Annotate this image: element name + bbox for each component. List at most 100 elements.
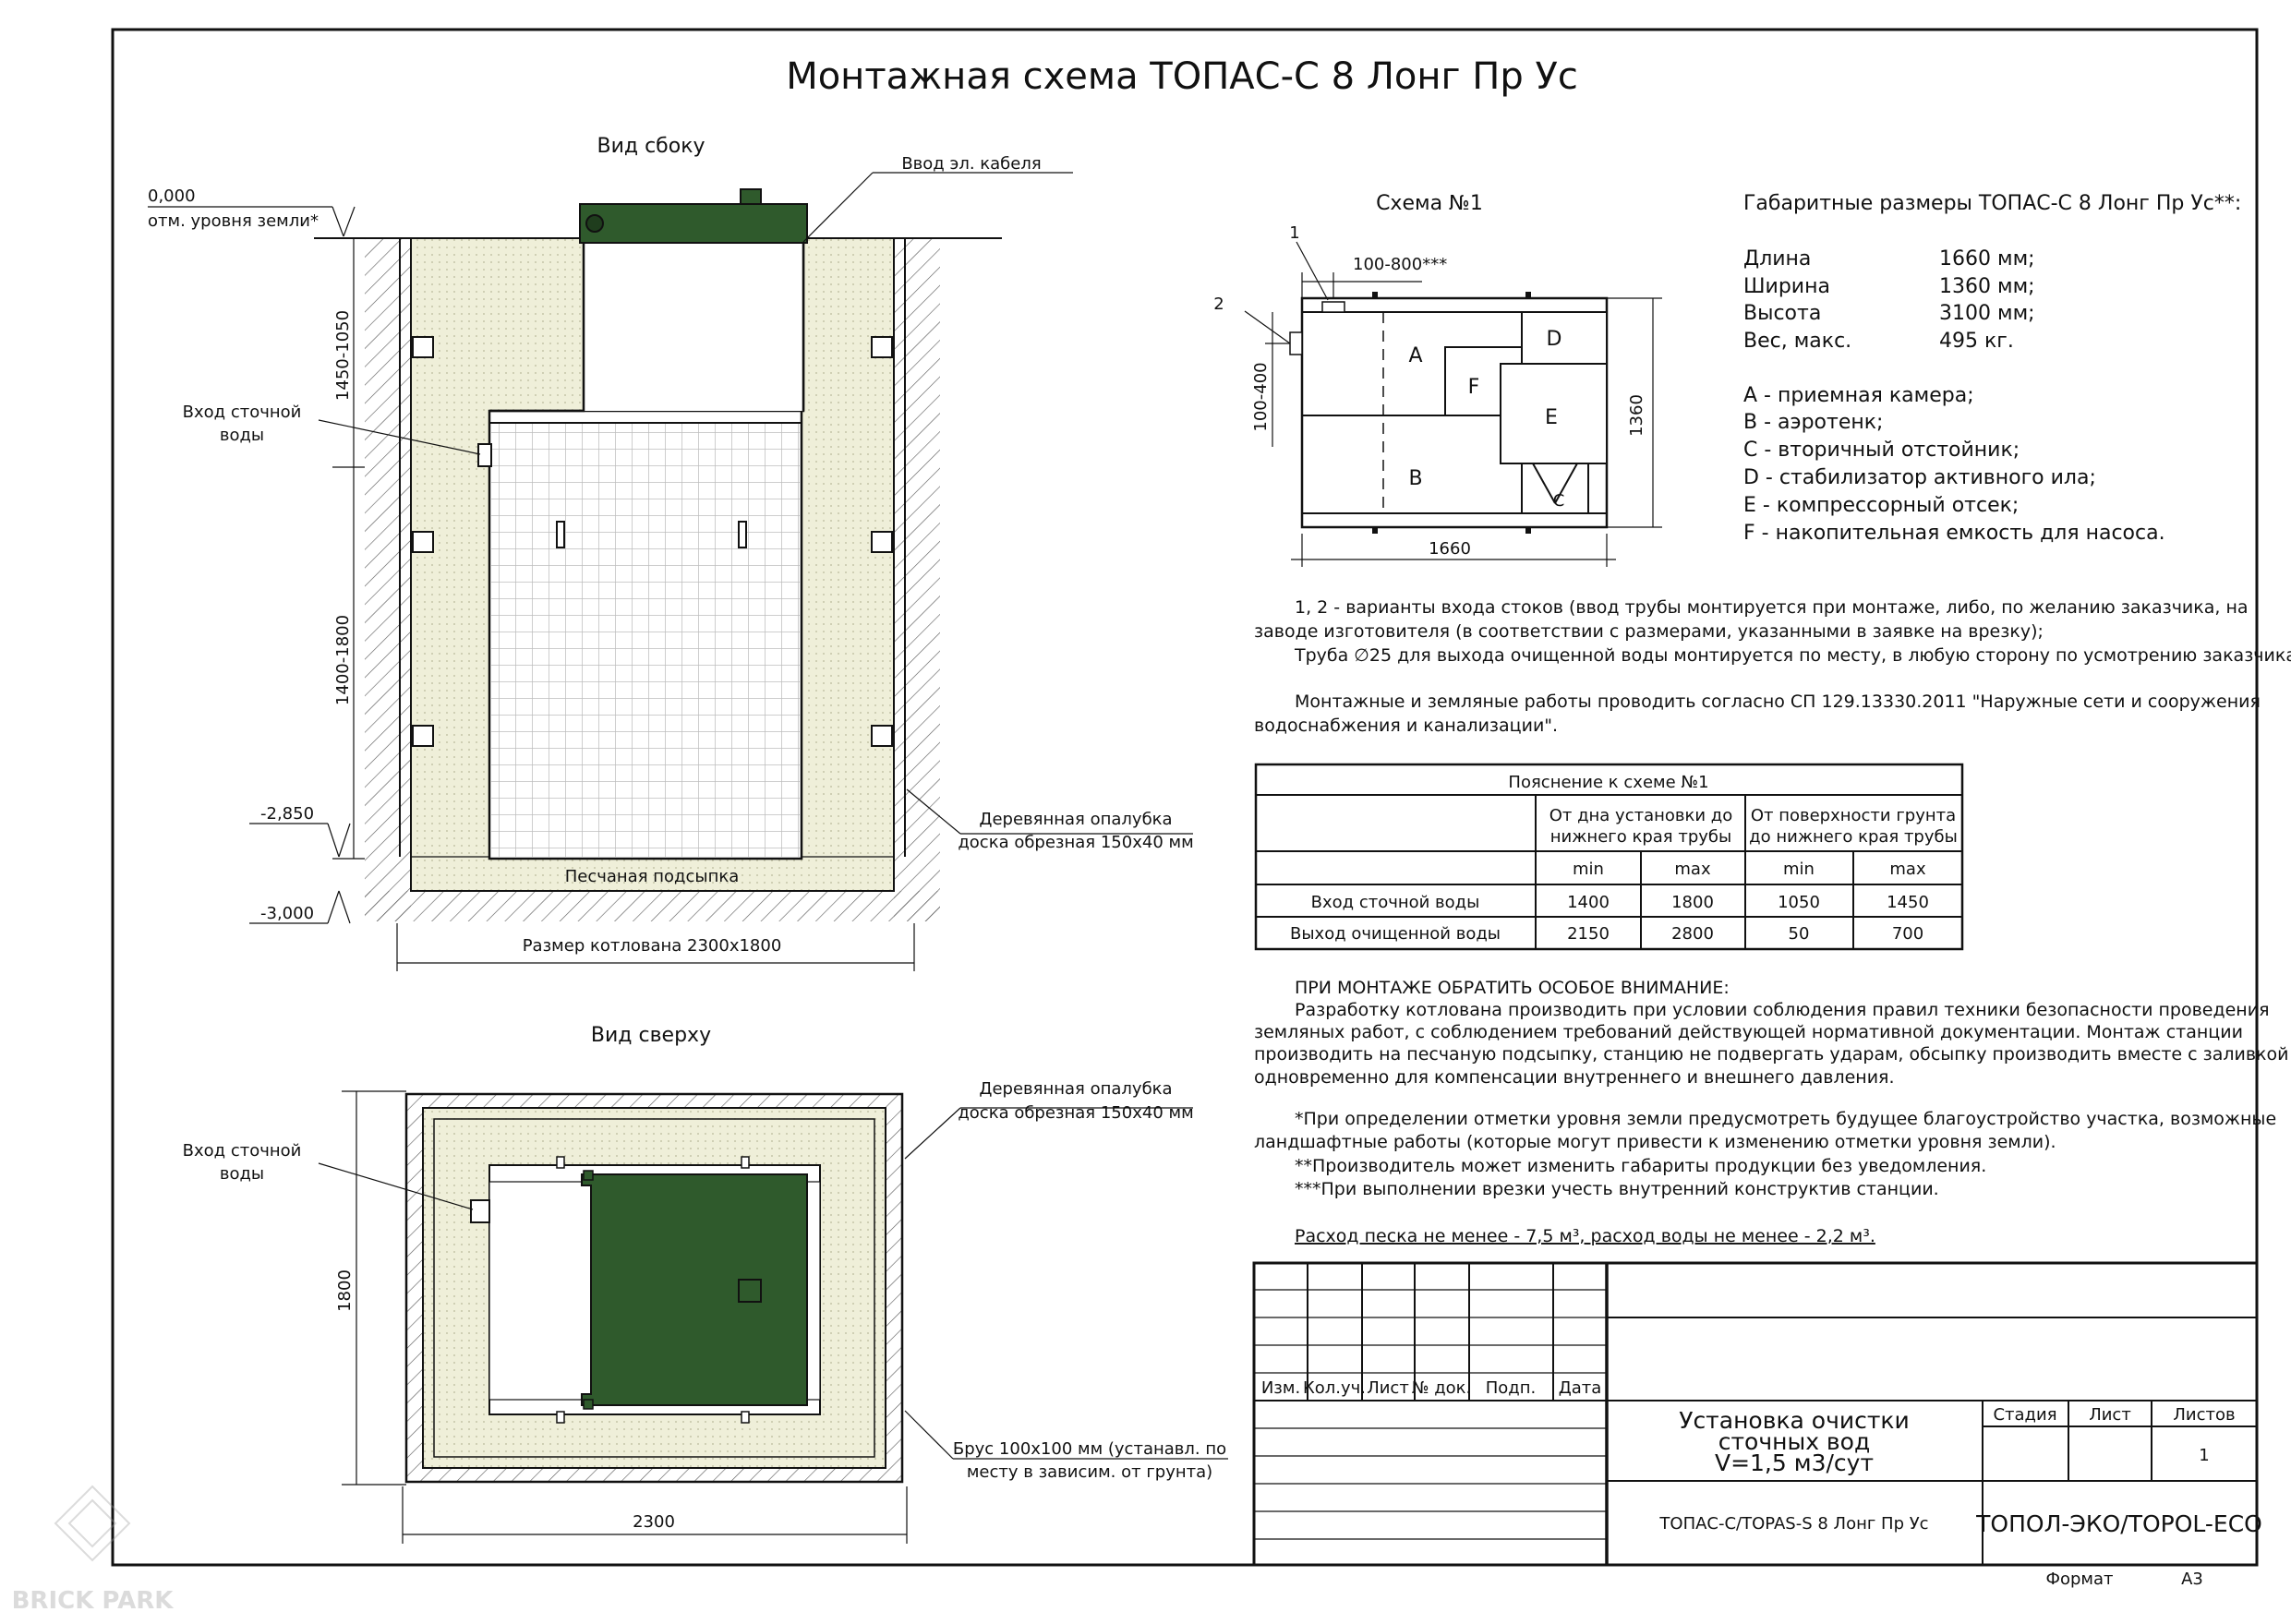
svg-text:ландшафтные работы (которые мо: ландшафтные работы (которые могут привес…	[1254, 1132, 2056, 1152]
ground-hatch-left	[365, 238, 411, 921]
svg-text:max: max	[1674, 860, 1711, 879]
ground-hatch-bottom	[365, 891, 940, 921]
stamp-col: Подп.	[1486, 1378, 1536, 1398]
stamp-col: Изм.	[1261, 1378, 1300, 1398]
svg-text:700: 700	[1892, 924, 1923, 944]
svg-text:От поверхности грунта: От поверхности грунта	[1751, 806, 1956, 825]
svg-text:Ширина: Ширина	[1743, 275, 1830, 298]
legend-item: С - вторичный отстойник;	[1743, 439, 2020, 462]
svg-text:max: max	[1889, 860, 1926, 879]
stamp-product: ТОПАС-С/TOPAS-S 8 Лонг Пр Ус	[1658, 1514, 1928, 1534]
sand-label: Песчаная подсыпка	[565, 867, 740, 886]
station-lid	[579, 203, 808, 244]
stamp-stage: Стадия	[1993, 1405, 2056, 1425]
table-caption: Пояснение к схеме №1	[1508, 773, 1708, 792]
format-label: Формат	[2045, 1570, 2113, 1589]
mark-2: 2	[1213, 295, 1224, 314]
stamp-col: Лист	[1367, 1378, 1409, 1398]
top-dim-height: 1800	[335, 1269, 355, 1312]
note-line: заводе изготовителя (в соответствии с ра…	[1254, 621, 2044, 642]
notes: 1, 2 - варианты входа стоков (ввод трубы…	[1254, 597, 2291, 736]
svg-text:495 кг.: 495 кг.	[1939, 330, 2014, 353]
dim-upper: 1450-1050	[333, 310, 353, 401]
page-title: Монтажная схема ТОПАС-С 8 Лонг Пр Ус	[786, 55, 1578, 98]
stamp-sheet: Лист	[2089, 1405, 2131, 1425]
scheme-dim-side: 100-400	[1251, 362, 1271, 431]
top-formwork-label: Деревянная опалубка	[979, 1079, 1172, 1099]
top-view: Вид сверху Вход сточной воды Деревянная …	[183, 1024, 1228, 1544]
svg-text:месту в зависим. от грунта): месту в зависим. от грунта)	[967, 1462, 1212, 1482]
stamp-col: № док.	[1412, 1378, 1472, 1398]
stamp-col: Дата	[1559, 1378, 1602, 1398]
zone-d: D	[1547, 328, 1562, 351]
scheme-1: Схема №1 A F D E B C 1 2 100-800***	[1213, 192, 1662, 567]
note-line: Труба ∅25 для выхода очищенной воды монт…	[1294, 645, 2291, 666]
zone-b: B	[1408, 467, 1422, 490]
svg-text:Вес, макс.: Вес, макс.	[1743, 330, 1851, 353]
legend-item: В - аэротенк;	[1743, 411, 1883, 434]
cable-label: Ввод эл. кабеля	[901, 154, 1041, 174]
svg-text:сточных вод: сточных вод	[1718, 1428, 1871, 1455]
svg-text:1400: 1400	[1567, 893, 1610, 912]
ground-mark-text: отм. уровня земли*	[148, 211, 319, 231]
svg-text:производить на песчаную подсып: производить на песчаную подсыпку, станци…	[1254, 1044, 2288, 1065]
inlet-pipe	[477, 443, 492, 467]
mark-3000: -3,000	[260, 904, 314, 923]
svg-text:доска обрезная 150х40 мм: доска обрезная 150х40 мм	[958, 1103, 1193, 1123]
stamp-company: ТОПОЛ-ЭКО/TOPOL-ECO	[1975, 1510, 2262, 1537]
scheme-label: Схема №1	[1376, 192, 1483, 215]
svg-text:1450: 1450	[1887, 893, 1929, 912]
legend: А - приемная камера; В - аэротенк; С - в…	[1743, 384, 2165, 545]
zone-f: F	[1468, 376, 1480, 399]
table-row-label: Вход сточной воды	[1311, 893, 1480, 912]
table-row-label: Выход очищенной воды	[1290, 924, 1501, 944]
beam-label: Брус 100х100 мм (устанавл. по	[953, 1439, 1226, 1459]
zone-a: A	[1408, 344, 1422, 367]
svg-text:1800: 1800	[1671, 893, 1714, 912]
svg-text:1660 мм;: 1660 мм;	[1939, 247, 2035, 271]
sheet-frame	[111, 28, 2259, 1567]
ground-mark-value: 0,000	[148, 186, 196, 206]
dimensions-heading: Габаритные размеры ТОПАС-С 8 Лонг Пр Ус*…	[1743, 192, 2241, 215]
dimensions-block: Габаритные размеры ТОПАС-С 8 Лонг Пр Ус*…	[1743, 192, 2241, 353]
watermark: BRICK PARK	[12, 1485, 175, 1615]
attention: ПРИ МОНТАЖЕ ОБРАТИТЬ ОСОБОЕ ВНИМАНИЕ: Ра…	[1254, 978, 2288, 1246]
svg-text:Высота: Высота	[1743, 302, 1821, 325]
svg-text:V=1,5 м3/сут: V=1,5 м3/сут	[1715, 1450, 1874, 1476]
formwork-label: Деревянная опалубка	[979, 810, 1172, 829]
consumption: Расход песка не менее - 7,5 м³, расход в…	[1295, 1226, 1875, 1246]
watermark-text: BRICK PARK	[12, 1587, 175, 1615]
scheme-dim-height: 1360	[1627, 394, 1646, 437]
legend-item: А - приемная камера;	[1743, 384, 1974, 407]
top-view-label: Вид сверху	[591, 1024, 711, 1047]
pit-size: Размер котлована 2300х1800	[523, 936, 782, 956]
watermark-logo-icon	[54, 1485, 131, 1562]
stamp-sheets-value: 1	[2199, 1446, 2209, 1465]
stamp-name: Установка очистки	[1679, 1407, 1910, 1434]
svg-text:доска обрезная 150х40 мм: доска обрезная 150х40 мм	[958, 833, 1193, 852]
zone-c: C	[1553, 491, 1565, 511]
attention-heading: ПРИ МОНТАЖЕ ОБРАТИТЬ ОСОБОЕ ВНИМАНИЕ:	[1295, 978, 1730, 998]
side-view: Вид сбоку Песчаная подсыпка Вхо	[148, 135, 1194, 971]
inlet-label: Вход сточной	[183, 403, 302, 422]
svg-text:воды: воды	[220, 1164, 264, 1184]
svg-text:***При выполнении врезки учест: ***При выполнении врезки учесть внутренн…	[1295, 1179, 1939, 1199]
legend-item: D - стабилизатор активного ила;	[1743, 466, 2096, 489]
svg-text:Разработку котлована производи: Разработку котлована производить при усл…	[1295, 1000, 2270, 1020]
svg-text:**Производитель может изменить: **Производитель может изменить габариты …	[1295, 1156, 1986, 1176]
format-value: А3	[2181, 1570, 2203, 1589]
note-line: водоснабжения и канализации".	[1254, 716, 1558, 736]
note-line: Монтажные и земляные работы проводить со…	[1295, 692, 2261, 712]
top-inlet-pipe	[470, 1199, 490, 1223]
zone-e: E	[1545, 406, 1558, 429]
stamp-col: Кол.уч.	[1303, 1378, 1366, 1398]
svg-text:1360 мм;: 1360 мм;	[1939, 275, 2035, 298]
note-line: 1, 2 - варианты входа стоков (ввод трубы…	[1295, 597, 2249, 618]
svg-text:3100 мм;: 3100 мм;	[1939, 302, 2035, 325]
svg-text:min: min	[1783, 860, 1815, 879]
explanation-table: Пояснение к схеме №1 От дна установки до…	[1254, 763, 1964, 951]
legend-item: F - накопительная емкость для насоса.	[1743, 522, 2165, 545]
top-station-lid	[581, 1173, 808, 1406]
side-view-label: Вид сбоку	[597, 135, 705, 158]
